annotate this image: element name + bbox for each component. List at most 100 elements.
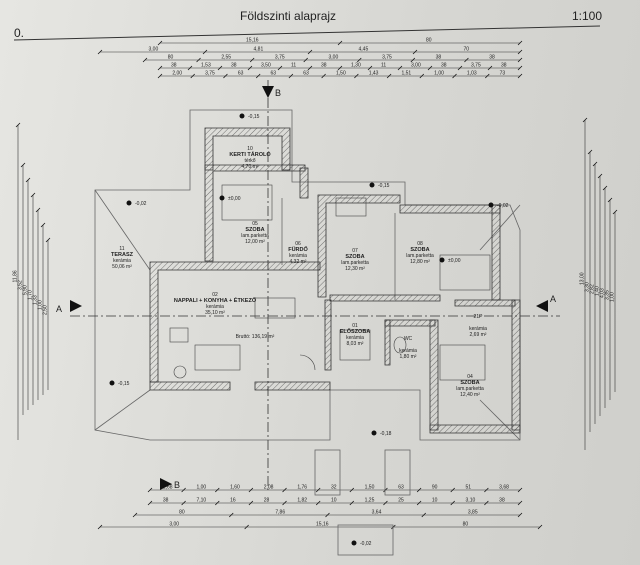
room-floor: lam.parketta xyxy=(241,233,269,239)
dimension-value: 1,76 xyxy=(297,485,307,491)
room-number: 11 xyxy=(119,246,124,252)
dimension-tick xyxy=(25,177,31,183)
level-symbol-icon xyxy=(219,195,225,201)
dimension-tick xyxy=(416,487,422,493)
dimension-value: 11 xyxy=(291,63,296,69)
dimension-value: 11 xyxy=(381,63,386,69)
dimension-tick xyxy=(484,73,490,79)
dimension-tick xyxy=(35,207,41,213)
dimension-value: 63 xyxy=(303,71,309,77)
dimension-tick xyxy=(592,161,598,167)
dimension-tick xyxy=(421,512,427,518)
dimension-value: 1,00 xyxy=(434,71,444,77)
dimension-tick xyxy=(416,500,422,506)
level-marker: ±0,00 xyxy=(219,195,241,202)
dimension-value: 80 xyxy=(426,38,432,44)
dimension-tick xyxy=(357,57,362,63)
dimension-value: 3,00 xyxy=(411,63,421,69)
section-b-bottom: B xyxy=(174,480,180,490)
section-a-right: A xyxy=(550,294,556,304)
dimension-value: 3,64 xyxy=(372,510,382,516)
dimension-tick xyxy=(248,487,254,493)
dimension-tick xyxy=(303,57,308,63)
room-number: 08 xyxy=(417,241,423,247)
room-area: 12,40 m² xyxy=(460,392,480,398)
level-value: -0,15 xyxy=(248,114,260,120)
dimension-tick xyxy=(190,73,196,79)
dimension-value: 4,45 xyxy=(359,47,369,53)
dimension-tick xyxy=(40,222,46,228)
dimension-value: 63 xyxy=(271,71,277,77)
dimension-tick xyxy=(315,500,321,506)
dimension-tick xyxy=(337,65,343,71)
dimension-tick xyxy=(427,65,433,71)
room-name: FÜRDŐ xyxy=(288,246,308,253)
dimension-value: 1,50 xyxy=(365,485,375,491)
dimension-tick xyxy=(255,73,261,79)
level-symbol-icon xyxy=(439,257,445,263)
title-underline xyxy=(13,25,601,41)
room-area: 1,80 m² xyxy=(400,354,417,360)
dimension-tick xyxy=(15,122,21,128)
dimension-value: 2,82 xyxy=(590,284,596,294)
level-marker: -0,15 xyxy=(109,380,130,387)
plan-title: Földszinti alaprajz xyxy=(240,9,336,23)
plan-scale: 1:100 xyxy=(572,9,602,23)
dimension-tick xyxy=(410,57,416,63)
dimension-value: 1,53 xyxy=(201,63,211,69)
dimension-tick xyxy=(450,500,456,506)
dimension-tick xyxy=(277,65,283,71)
dimension-tick xyxy=(383,487,388,493)
room-floor: lam.parketta xyxy=(406,253,434,259)
dimension-tick xyxy=(282,487,287,493)
dimension-value: 38 xyxy=(501,63,507,69)
dimension-value: 1,60 xyxy=(230,485,240,491)
dimension-value: 3,75 xyxy=(382,55,392,61)
room-number: WC xyxy=(404,336,413,342)
dimension-tick xyxy=(181,487,186,493)
dimension-value: 1,40 xyxy=(595,286,601,296)
dimension-value: 10 xyxy=(331,498,337,504)
room-name: KERTI TÁROLÓ xyxy=(229,150,271,158)
dimension-tick xyxy=(517,57,523,63)
dimension-value: 73 xyxy=(500,71,506,77)
dimension-value: 3,50 xyxy=(261,63,271,69)
dimension-value: 1,82 xyxy=(297,498,307,504)
level-value: ±0,00 xyxy=(448,258,461,264)
room-number: 05 xyxy=(252,221,258,227)
dimension-value: 38 xyxy=(441,63,447,69)
dimension-value: 7,10 xyxy=(196,498,206,504)
dimension-value: 1,51 xyxy=(401,71,411,77)
dimension-tick xyxy=(484,500,489,506)
dimension-tick xyxy=(247,65,253,71)
room-number: 01 xyxy=(352,323,358,329)
room-floor: lam.parketta xyxy=(456,386,484,392)
dimension-tick xyxy=(517,487,523,493)
dimension-tick xyxy=(597,173,603,179)
dimension-value: 3,10 xyxy=(466,498,476,504)
dimension-value: 7,86 xyxy=(275,510,285,516)
dimension-value: 1,00 xyxy=(610,292,616,302)
room-floor: térkő xyxy=(244,158,255,164)
dimension-tick xyxy=(607,197,613,203)
level-label: 0. xyxy=(14,26,24,40)
level-symbol-icon xyxy=(239,113,245,119)
dimension-tick xyxy=(307,49,313,55)
dimension-tick xyxy=(228,512,234,518)
dimension-value: 38 xyxy=(163,498,169,504)
dimension-tick xyxy=(321,73,326,79)
dimension-tick xyxy=(602,185,608,191)
dimension-value: 38 xyxy=(171,63,177,69)
dimension-value: 1,00 xyxy=(196,485,206,491)
dimension-value: 2,50 xyxy=(43,305,49,315)
level-marker: -0,15 xyxy=(369,182,390,189)
dimension-tick xyxy=(383,500,388,506)
room-area: 4,32 m² xyxy=(290,259,307,265)
dimension-tick xyxy=(367,65,373,71)
dimension-tick xyxy=(282,500,287,506)
